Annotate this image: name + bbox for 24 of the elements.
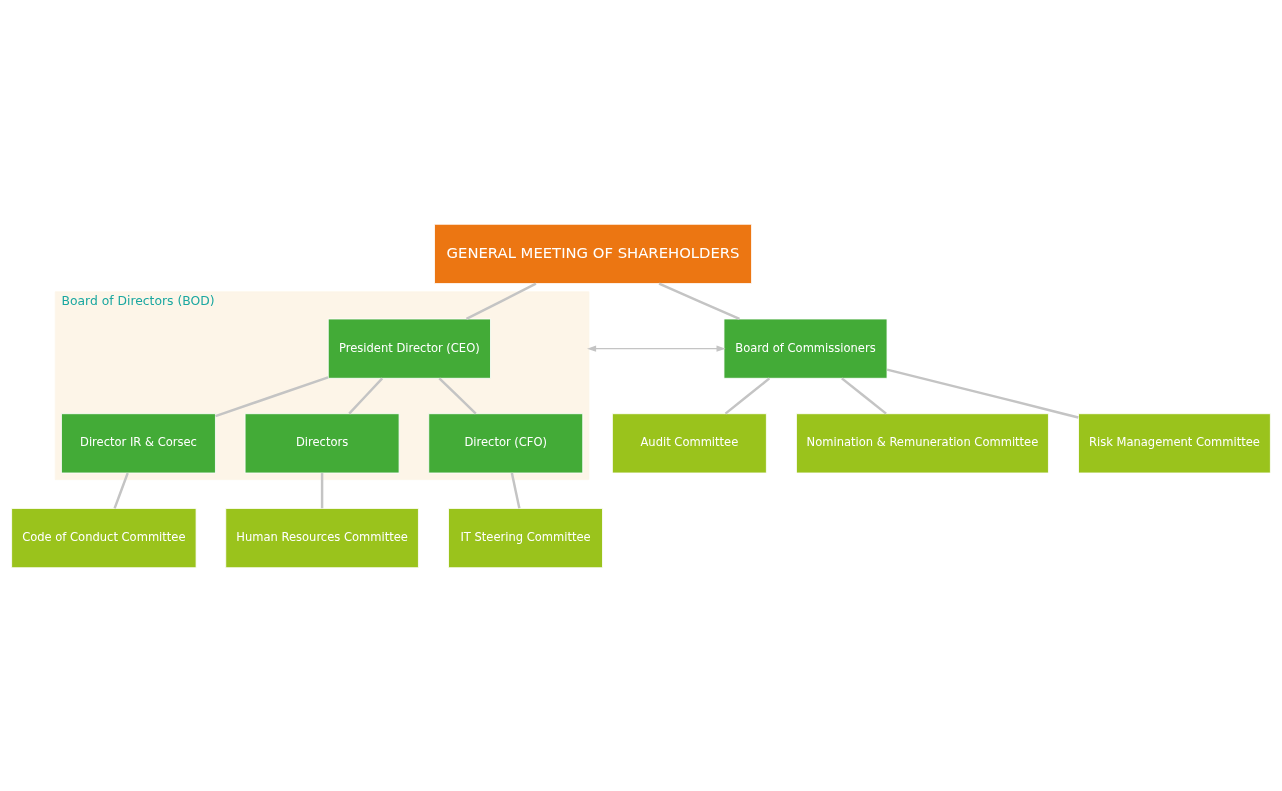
connector xyxy=(510,472,521,509)
node-box: Audit Committee xyxy=(611,412,767,473)
connector xyxy=(886,367,1079,419)
arrow xyxy=(587,344,726,352)
node-box: Risk Management Committee xyxy=(1078,412,1271,473)
node-box: Director (CFO) xyxy=(428,412,584,473)
node-box: IT Steering Committee xyxy=(448,507,603,568)
node-box: Director IR & Corsec xyxy=(61,412,216,473)
connector xyxy=(320,472,324,508)
node-box: President Director (CEO) xyxy=(327,318,491,379)
connector xyxy=(465,282,537,320)
connector xyxy=(113,472,129,509)
node-box: GENERAL MEETING OF SHAREHOLDERS xyxy=(434,223,752,284)
node-box: Human Resources Committee xyxy=(225,507,419,568)
connector xyxy=(724,376,771,415)
connector xyxy=(215,375,329,417)
node-box: Board of Commissioners xyxy=(723,318,888,379)
connector xyxy=(841,376,887,415)
connector xyxy=(658,282,740,320)
node-box: Directors xyxy=(244,412,400,473)
connector xyxy=(438,377,477,414)
node-box: Code of Conduct Committee xyxy=(11,507,197,568)
connector xyxy=(348,377,384,414)
node-box: Nomination & Remuneration Committee xyxy=(796,412,1049,473)
